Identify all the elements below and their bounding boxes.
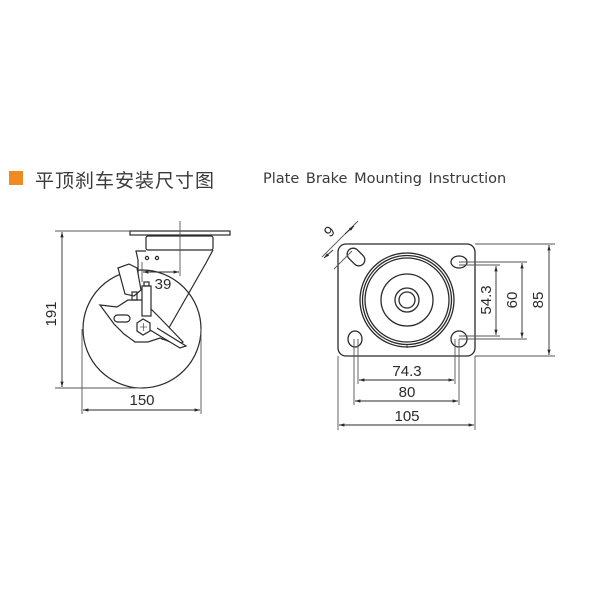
section-header: 平顶刹车安装尺寸图 Plate Brake Mounting Instructi… [0,163,600,197]
mounting-plate-view [337,243,476,357]
dim-offset-39: 39 [155,276,172,293]
lever-slot [113,314,131,323]
dim-hole-spacing-x-inner-74-3: 74.3 [392,363,421,380]
fork-arm [161,249,214,341]
caster-side-view [82,230,231,389]
title-chinese: 平顶刹车安装尺寸图 [35,170,216,192]
dim-hole-spacing-y-60: 60 [504,292,521,309]
dim-hole-spacing-y-inner-54-3: 54.3 [478,285,495,314]
hole-bottom-left [347,330,363,348]
swivel-housing [145,235,214,251]
brake-post [141,285,152,317]
dim-height-191: 191 [43,301,60,326]
plate-outline [337,243,476,357]
dim-plate-height-85: 85 [530,292,547,309]
hole-top-left [346,247,366,267]
plate-view-dimensions [321,220,555,430]
dim-width-150: 150 [129,392,154,409]
dim-plate-width-105: 105 [394,408,419,425]
orange-square-bullet-icon [9,171,23,185]
title-english: Plate Brake Mounting Instruction [263,171,507,187]
brake-pedal [117,263,142,297]
side-view-dimensions [55,221,202,414]
dim-hole-spacing-x-80: 80 [399,384,416,401]
dim-hole-9: 9 [321,223,339,241]
